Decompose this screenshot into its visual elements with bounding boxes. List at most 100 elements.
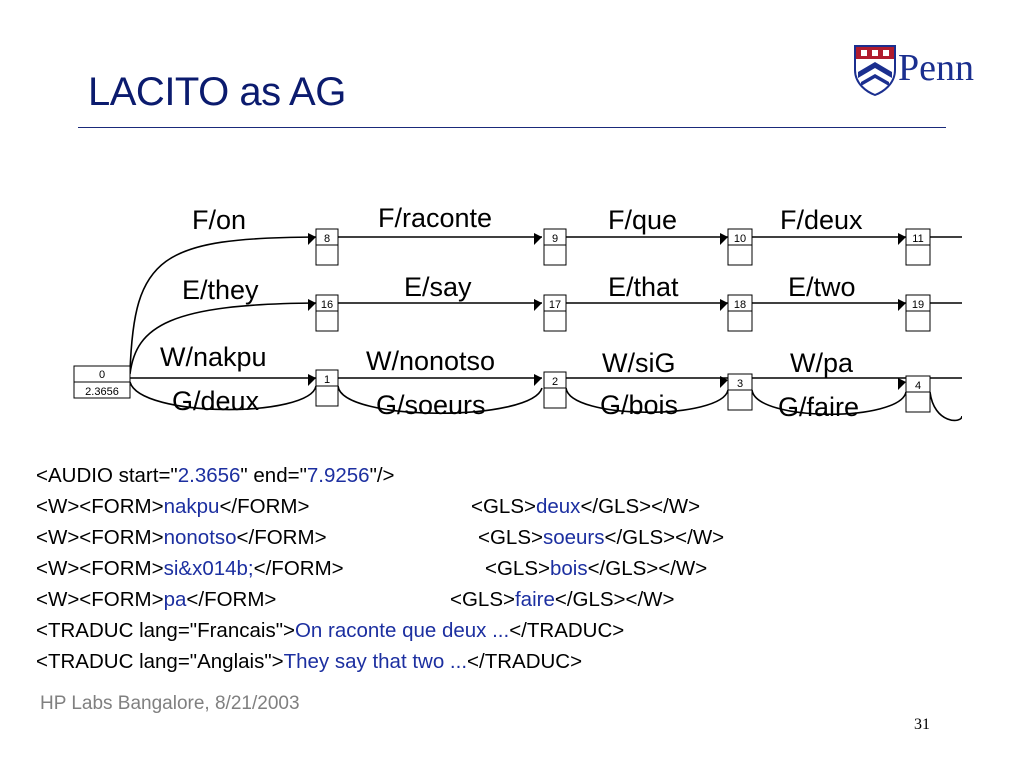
code-text: </TRADUC> (509, 619, 625, 642)
graph-node: 19 (905, 294, 931, 332)
graph-node-root: 0 2.3656 (73, 365, 131, 399)
page-number: 31 (914, 716, 930, 733)
arc-label-g: G/faire (778, 392, 859, 422)
code-text: <GLS> (471, 495, 536, 518)
code-text: <W><FORM> (36, 495, 164, 518)
code-text: <W><FORM> (36, 557, 164, 580)
arc-label-g: G/soeurs (376, 390, 486, 420)
node-id: 8 (324, 233, 330, 245)
graph-node: 1 (315, 369, 339, 407)
code-text: </FORM> (236, 526, 327, 549)
graph-node: 16 (315, 294, 339, 332)
word-form: nonotso (163, 526, 237, 549)
arc-label-w: W/pa (790, 348, 854, 378)
code-text: </GLS></W> (554, 588, 675, 611)
node-id: 3 (737, 378, 743, 390)
code-text: </FORM> (186, 588, 277, 611)
node-id: 4 (915, 380, 921, 392)
graph-node: 4 (905, 375, 931, 413)
code-line-word: <W><FORM>si&x014b;</FORM> <GLS>bois</GLS>… (36, 553, 707, 584)
graph-node: 8 (315, 228, 339, 266)
node-id: 10 (734, 233, 746, 245)
code-line-word: <W><FORM>pa</FORM> <GLS>faire</GLS></W> (36, 584, 675, 615)
arc-label-e: E/two (788, 272, 856, 302)
gloss-segment: <GLS>faire</GLS></W> (450, 584, 675, 615)
code-text: "/> (369, 464, 395, 487)
gloss-segment: <GLS>soeurs</GLS></W> (478, 522, 724, 553)
arc-label-f: F/deux (780, 205, 863, 235)
page-title: LACITO as AG (88, 70, 346, 114)
code-text: <GLS> (485, 557, 550, 580)
node-id: 16 (321, 299, 333, 311)
root-node-id: 0 (99, 369, 105, 381)
word-form: pa (163, 588, 187, 611)
node-id: 9 (552, 233, 558, 245)
word-gloss: deux (535, 495, 581, 518)
code-text: </TRADUC> (467, 650, 583, 673)
f-row-nodes: 8 9 10 11 (315, 228, 931, 266)
code-text: <AUDIO start=" (36, 464, 178, 487)
node-id: 17 (549, 299, 561, 311)
arc-label-g: G/bois (600, 390, 678, 420)
arc-label-f: F/que (608, 205, 677, 235)
graph-node: 2 (543, 371, 567, 409)
gloss-segment: <GLS>deux</GLS></W> (471, 491, 700, 522)
code-text: <GLS> (478, 526, 543, 549)
translation-text: They say that two ... (283, 650, 468, 673)
code-text: <GLS> (450, 588, 515, 611)
code-text: </FORM> (219, 495, 310, 518)
code-line-traduc: <TRADUC lang="Anglais">They say that two… (36, 646, 624, 677)
code-line-word: <W><FORM>nonotso</FORM> <GLS>soeurs</GLS>… (36, 522, 724, 553)
code-line-traduc: <TRADUC lang="Francais">On raconte que d… (36, 615, 624, 646)
arc-label-w: W/nakpu (160, 342, 267, 372)
code-text: </FORM> (253, 557, 344, 580)
arc-label-f: F/on (192, 205, 246, 235)
graph-node: 18 (727, 294, 753, 332)
penn-wordmark: Penn (898, 47, 974, 89)
code-text: <TRADUC lang="Anglais"> (36, 650, 284, 673)
node-id: 11 (912, 233, 923, 245)
arc-label-e: E/that (608, 272, 679, 302)
code-text: <TRADUC lang="Francais"> (36, 619, 295, 642)
audio-end-value: 7.9256 (306, 464, 370, 487)
penn-logo (853, 42, 993, 97)
arc-label-f: F/raconte (378, 203, 492, 233)
node-id: 18 (734, 299, 746, 311)
arc-label-e: E/they (182, 275, 259, 305)
arc-label-e: E/say (404, 272, 472, 302)
code-text: <W><FORM> (36, 588, 164, 611)
code-line-word: <W><FORM>nakpu</FORM> <GLS>deux</GLS></W> (36, 491, 700, 522)
word-form: si&x014b; (163, 557, 254, 580)
xml-code-block: <AUDIO start="2.3656" end="7.9256"/> <W>… (36, 460, 724, 677)
graph-node: 10 (727, 228, 753, 266)
e-row-nodes: 16 17 18 19 (315, 294, 931, 332)
arc-label-w: W/nonotso (366, 346, 495, 376)
node-id: 19 (912, 299, 924, 311)
code-text: <W><FORM> (36, 526, 164, 549)
word-gloss: soeurs (542, 526, 605, 549)
root-node-time: 2.3656 (85, 386, 119, 398)
w-row-nodes: 1 2 3 4 (315, 369, 931, 413)
translation-text: On raconte que deux ... (294, 619, 510, 642)
word-form: nakpu (163, 495, 220, 518)
arc-label-g: G/deux (172, 386, 260, 416)
word-gloss: faire (514, 588, 555, 611)
code-text: </GLS></W> (587, 557, 708, 580)
footer-text: HP Labs Bangalore, 8/21/2003 (40, 693, 300, 714)
title-divider (78, 127, 946, 128)
graph-node: 11 (905, 228, 931, 266)
word-gloss: bois (549, 557, 588, 580)
penn-shield-icon (854, 45, 896, 97)
annotation-graph-diagram: 0 2.3656 8 9 10 11 16 17 18 19 1 2 3 4 F… (73, 203, 962, 422)
code-text: </GLS></W> (580, 495, 701, 518)
code-text: </GLS></W> (604, 526, 725, 549)
node-id: 2 (552, 376, 558, 388)
gloss-segment: <GLS>bois</GLS></W> (485, 553, 707, 584)
graph-node: 3 (727, 373, 753, 411)
code-text: " end=" (240, 464, 307, 487)
audio-start-value: 2.3656 (177, 464, 241, 487)
arc-label-w: W/siG (602, 348, 676, 378)
graph-node: 9 (543, 228, 567, 266)
node-id: 1 (324, 374, 330, 386)
graph-node: 17 (543, 294, 567, 332)
